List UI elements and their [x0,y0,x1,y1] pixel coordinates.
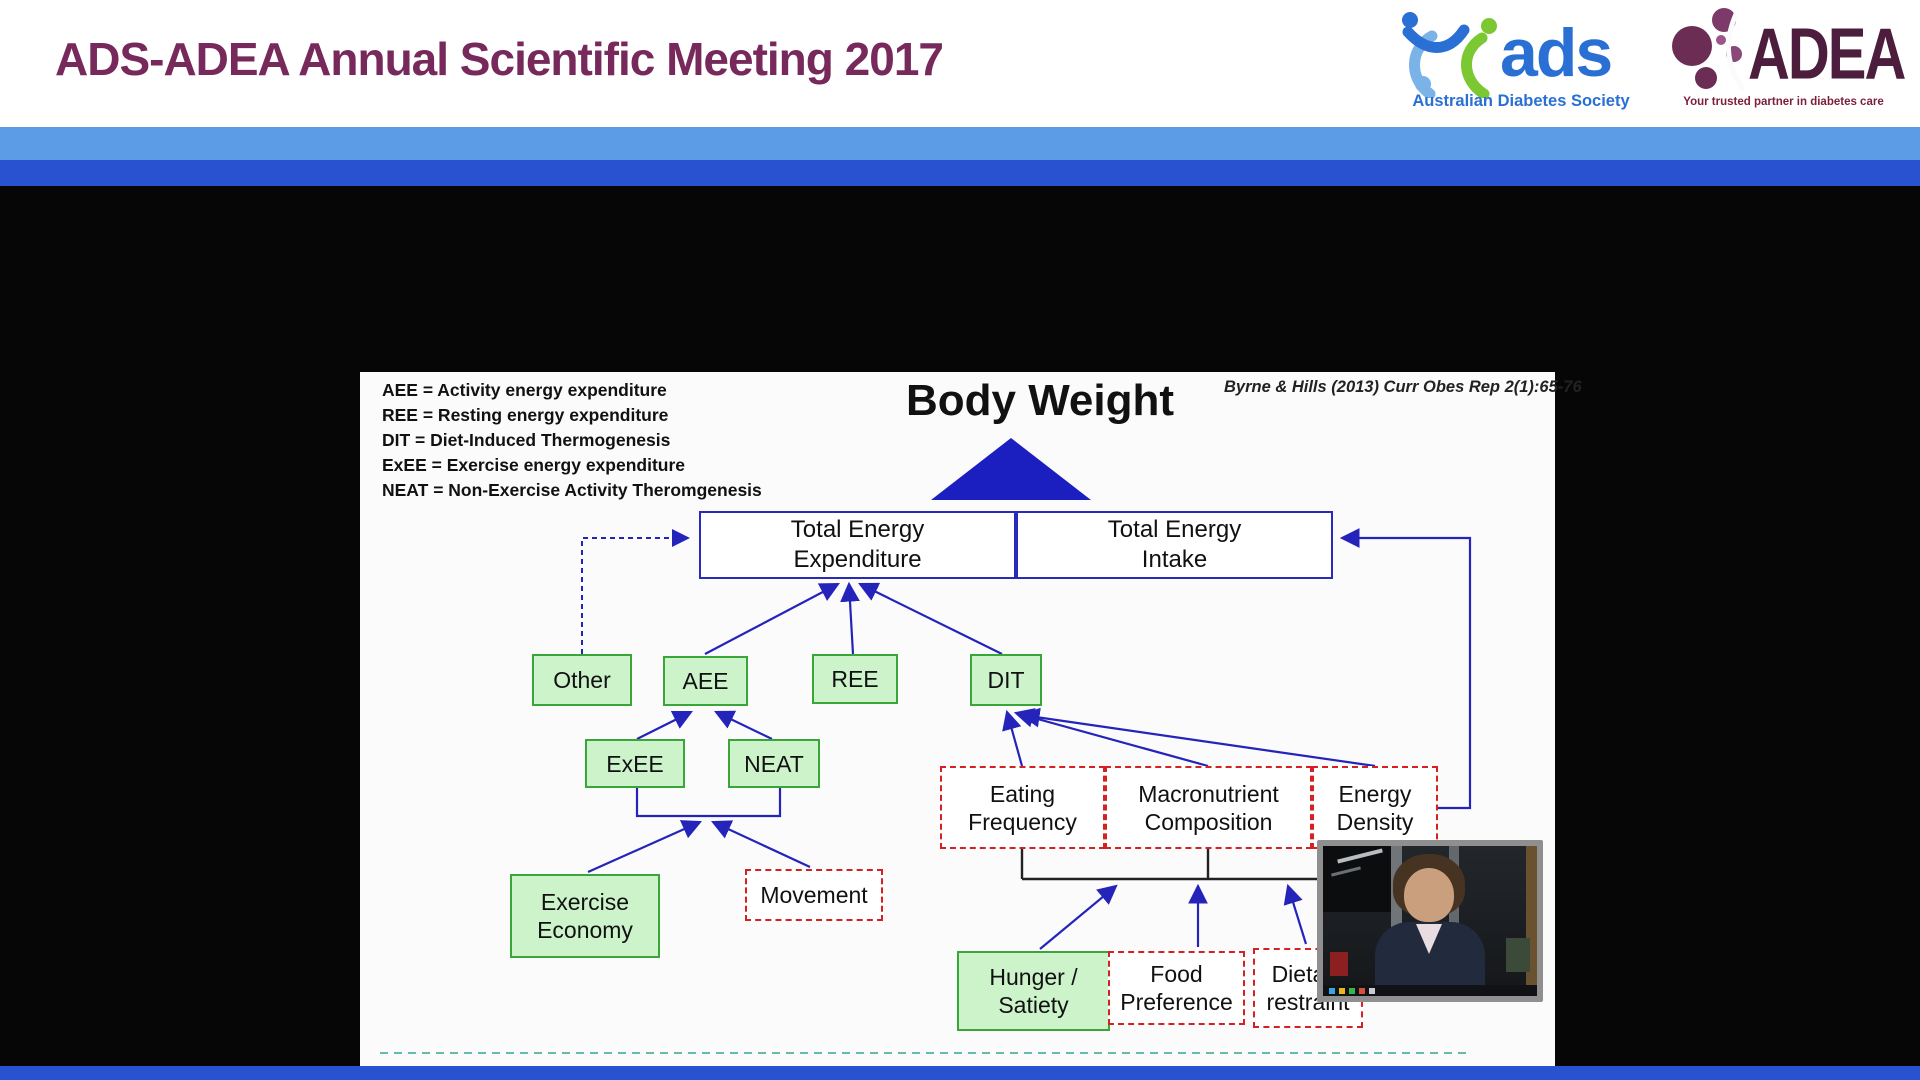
ads-tagline: Australian Diabetes Society [1412,92,1630,110]
speaker-face [1404,868,1454,922]
ads-figure-icon [1402,12,1497,100]
wood-panel [1526,846,1537,996]
box-exee: ExEE [585,739,685,788]
ads-logo: ads Australian Diabetes Society [1396,6,1646,124]
adea-dots-icon [1672,8,1747,92]
box-energy-density: Energy Density [1312,766,1438,849]
conference-header: ADS-ADEA Annual Scientific Meeting 2017 … [0,0,1920,127]
triangle-connector [931,438,1091,500]
box-total-energy-expenditure: Total Energy Expenditure [699,511,1016,579]
doorframe [1391,846,1402,996]
abbreviation-legend: AEE = Activity energy expenditure REE = … [382,378,762,503]
box-total-energy-intake: Total Energy Intake [1016,511,1333,579]
legend-line: ExEE = Exercise energy expenditure [382,455,686,475]
box-other: Other [532,654,632,706]
ads-wordmark: ads [1500,15,1613,91]
legend-line: REE = Resting energy expenditure [382,405,669,425]
doorframe [1449,846,1459,996]
background-object [1506,938,1530,972]
venue-bar: Perth Convention and Exhibition Centre, … [0,127,1920,279]
background-panel [1323,846,1401,912]
citation: Byrne & Hills (2013) Curr Obes Rep 2(1):… [1224,378,1582,396]
box-eating-frequency: Eating Frequency [940,766,1105,849]
box-neat: NEAT [728,739,820,788]
legend-line: NEAT = Non-Exercise Activity Theromgenes… [382,480,762,500]
background-object [1330,952,1348,976]
adea-wordmark: ADEA [1748,13,1906,95]
box-ree: REE [812,654,898,704]
box-exercise-economy: Exercise Economy [510,874,660,958]
taskbar-strip [1323,985,1537,996]
adea-logo: ADEA Your trusted partner in diabetes ca… [1666,2,1906,122]
webcam-video [1323,846,1537,996]
diagram-connectors [380,438,1472,1054]
box-food-preference: Food Preference [1108,951,1245,1025]
box-dit: DIT [970,654,1042,706]
legend-line: AEE = Activity energy expenditure [382,380,667,400]
skype-video-window[interactable] [1317,840,1543,1002]
box-aee: AEE [663,656,748,706]
box-movement: Movement [745,869,883,921]
slide: AEE = Activity energy expenditure REE = … [360,372,1582,1080]
presentation-stage: AEE = Activity energy expenditure REE = … [0,186,1920,1080]
bottom-accent-bar [0,1066,1920,1080]
slide-title: Body Weight [905,376,1175,425]
box-hunger-satiety: Hunger / Satiety [957,951,1110,1031]
adea-tagline: Your trusted partner in diabetes care [1683,96,1884,108]
legend-line: DIT = Diet-Induced Thermogenesis [382,430,671,450]
box-macronutrient-composition: Macronutrient Composition [1105,766,1312,849]
accent-bar [0,160,1920,186]
conference-title: ADS-ADEA Annual Scientific Meeting 2017 [55,33,944,85]
